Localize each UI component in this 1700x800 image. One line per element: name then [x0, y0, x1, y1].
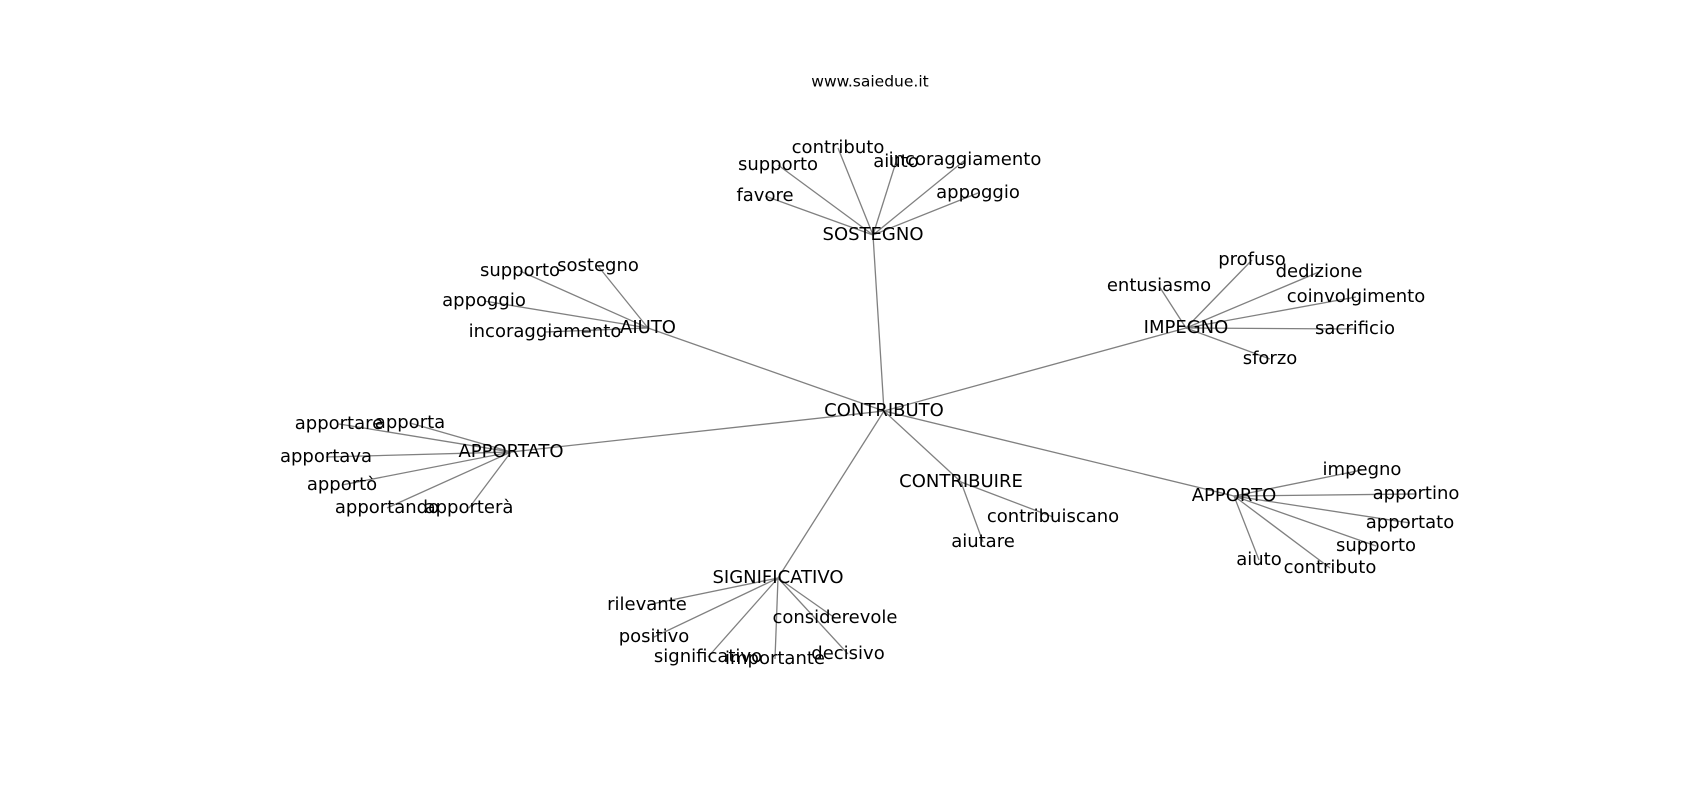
edge-aiuto-appoggio [483, 300, 649, 329]
node-hub-significativo: SIGNIFICATIVO [712, 567, 843, 588]
node-leaf-aiuto-incoraggiamento: incoraggiamento [469, 321, 622, 342]
node-leaf-impegno-entusiasmo: entusiasmo [1107, 275, 1211, 296]
node-leaf-apporto-apportino: apportino [1373, 483, 1460, 504]
node-leaf-significativo-positivo: positivo [619, 626, 690, 647]
edge-apporto-impegno [1233, 469, 1363, 497]
node-leaf-significativo-decisivo: decisivo [811, 643, 884, 664]
edge-sostegno-supporto [777, 164, 874, 236]
node-leaf-sostegno-supporto: supporto [738, 154, 818, 175]
edge-significativo-significativo [707, 577, 779, 658]
edge-sostegno-contributo [837, 147, 874, 236]
edge-apporto-apportino [1233, 493, 1417, 497]
edge-apportato-apporta [409, 422, 512, 453]
edge-center-significativo [777, 410, 885, 579]
node-hub-contribuire: CONTRIBUIRE [899, 471, 1023, 492]
node-leaf-apportato-apportava: apportava [280, 446, 372, 467]
node-leaf-impegno-sforzo: sforzo [1243, 348, 1298, 369]
edge-center-apporto [883, 410, 1235, 497]
edge-impegno-sforzo [1185, 327, 1271, 360]
node-leaf-significativo-considerevole: considerevole [772, 607, 897, 628]
node-leaf-apporto-apportato: apportato [1366, 512, 1454, 533]
edge-apportato-apportera [468, 451, 512, 509]
node-leaf-sostegno-aiuto: aiuto [873, 151, 919, 172]
node-leaf-aiuto-sostegno: sostegno [557, 255, 639, 276]
node-leaf-contribuire-contribuiscano: contribuiscano [987, 506, 1119, 527]
node-leaf-contribuire-aiutare: aiutare [951, 531, 1015, 552]
edge-impegno-coinvolgimento [1185, 296, 1357, 329]
edges-layer [325, 147, 1417, 660]
edge-significativo-positivo [653, 577, 779, 638]
edge-impegno-dedizione [1185, 271, 1320, 329]
node-leaf-aiuto-appoggio: appoggio [442, 290, 526, 311]
node-leaf-impegno-sacrificio: sacrificio [1315, 318, 1395, 339]
edge-aiuto-sostegno [597, 265, 649, 329]
edge-impegno-entusiasmo [1158, 285, 1187, 329]
edge-center-apportato [510, 410, 885, 453]
node-leaf-apporto-supporto: supporto [1336, 535, 1416, 556]
node-leaf-impegno-dedizione: dedizione [1276, 261, 1363, 282]
edge-center-aiuto [647, 327, 885, 412]
edge-apporto-contributo [1233, 495, 1331, 569]
node-center-contributo: CONTRIBUTO [824, 400, 944, 421]
node-leaf-apporto-impegno: impegno [1323, 459, 1402, 480]
node-leaf-apporto-aiuto: aiuto [1236, 549, 1282, 570]
edge-sostegno-incoraggiamento [872, 159, 966, 236]
node-hub-apportato: APPORTATO [458, 441, 563, 462]
edge-sostegno-favore [764, 195, 874, 236]
edge-center-impegno [883, 327, 1187, 412]
edge-contribuire-aiutare [960, 481, 984, 543]
node-leaf-apportato-apportera: apporterà [425, 497, 514, 518]
edge-significativo-rilevante [646, 577, 779, 606]
node-leaf-sostegno-appoggio: appoggio [936, 182, 1020, 203]
node-leaf-apportato-apporto: apportò [307, 474, 377, 495]
site-url: www.saiedue.it [811, 73, 928, 91]
edge-aiuto-incoraggiamento [544, 327, 649, 333]
edge-significativo-decisivo [777, 577, 849, 655]
node-leaf-sostegno-contributo: contributo [792, 137, 885, 158]
node-leaf-impegno-coinvolgimento: coinvolgimento [1287, 286, 1426, 307]
edge-sostegno-aiuto [872, 161, 897, 236]
edge-center-contribuire [883, 410, 962, 483]
node-leaf-apportato-apportare: apportare [295, 413, 383, 434]
node-hub-apporto: APPORTO [1192, 485, 1277, 506]
node-leaf-significativo-rilevante: rilevante [607, 594, 687, 615]
edge-apporto-aiuto [1233, 495, 1260, 561]
edge-apportato-apportare [338, 423, 512, 453]
edge-center-sostegno [872, 234, 885, 412]
edge-impegno-sacrificio [1185, 327, 1356, 330]
node-leaf-apporto-contributo: contributo [1284, 557, 1377, 578]
edge-apportato-apportando [386, 451, 512, 509]
node-hub-aiuto: AIUTO [620, 317, 676, 338]
node-leaf-aiuto-supporto: supporto [480, 260, 560, 281]
edge-apportato-apportava [325, 451, 512, 458]
edge-significativo-importante [774, 577, 779, 660]
node-leaf-apportato-apporta: apporta [375, 412, 445, 433]
node-leaf-sostegno-incoraggiamento: incoraggiamento [889, 149, 1042, 170]
edge-contribuire-contribuiscano [960, 481, 1054, 518]
node-leaf-significativo-significativo: significativo [654, 646, 762, 667]
edge-apporto-apportato [1233, 495, 1411, 524]
node-leaf-significativo-importante: importante [725, 648, 825, 669]
edge-apportato-apporto [341, 451, 512, 486]
node-leaf-apportato-apportando: apportando [335, 497, 439, 518]
edge-sostegno-appoggio [872, 192, 979, 236]
edge-significativo-considerevole [777, 577, 836, 619]
edge-impegno-profuso [1185, 259, 1253, 329]
node-hub-sostegno: SOSTEGNO [823, 224, 924, 245]
node-hub-impegno: IMPEGNO [1144, 317, 1229, 338]
edge-aiuto-supporto [519, 270, 649, 329]
edge-apporto-supporto [1233, 495, 1377, 547]
node-leaf-impegno-profuso: profuso [1218, 249, 1286, 270]
node-leaf-sostegno-favore: favore [736, 185, 793, 206]
